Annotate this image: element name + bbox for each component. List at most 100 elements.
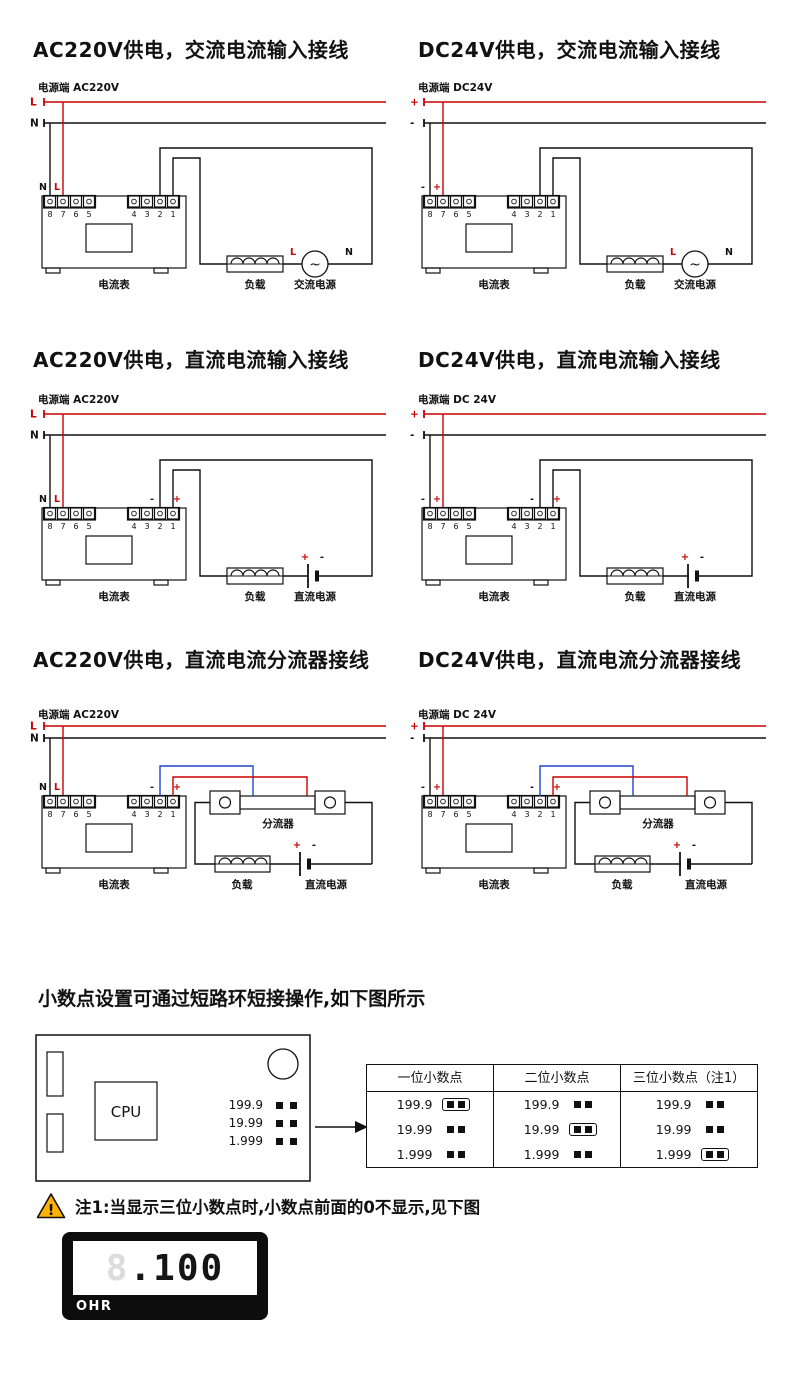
terminal-number: 6	[453, 210, 458, 219]
power-line-bottom-label: -	[410, 118, 414, 130]
terminal-group	[422, 506, 477, 521]
terminal-square	[436, 195, 450, 208]
battery-plus-label: +	[301, 552, 309, 563]
meter-label: 电流表	[478, 590, 510, 603]
power-line-top-label: L	[30, 97, 37, 109]
board-circle-part	[267, 1048, 299, 1080]
main-circuit-wire	[574, 801, 595, 865]
battery-plus-label: +	[681, 552, 689, 563]
terminal-7-label: L	[54, 182, 60, 193]
terminal-screw	[466, 198, 472, 205]
jumper-pad	[716, 1101, 724, 1108]
source-label: 直流电源	[674, 590, 716, 603]
shunt-end-block	[589, 790, 621, 815]
terminal-square	[166, 507, 180, 520]
meter-foot	[425, 267, 441, 274]
terminal-square	[462, 195, 476, 208]
terminal-screw	[440, 510, 446, 517]
terminal-group	[42, 794, 97, 809]
load-label: 负载	[245, 278, 266, 291]
power-line-top-label: +	[410, 97, 419, 109]
terminal-screw	[524, 798, 530, 805]
terminal-number: 4	[131, 210, 136, 219]
terminal-number: 1	[550, 810, 555, 819]
meter-foot	[45, 867, 61, 874]
display-value: 19.99	[655, 1122, 692, 1137]
column-header: 一位小数点	[367, 1065, 493, 1092]
jumper-pad	[573, 1101, 581, 1108]
terminal-screw	[86, 798, 92, 805]
output-loop-wire	[539, 459, 753, 577]
terminal-group	[506, 794, 561, 809]
table-row: 19.99	[494, 1117, 620, 1142]
terminal-7-label: L	[54, 494, 60, 505]
meter-label: 电流表	[478, 878, 510, 891]
terminal-screw	[524, 198, 530, 205]
meter-foot	[533, 579, 549, 586]
terminal-number: 6	[453, 522, 458, 531]
load-coil	[610, 569, 660, 577]
terminal-screw	[60, 510, 66, 517]
jumper-pad	[457, 1151, 465, 1158]
terminal-screw	[60, 198, 66, 205]
terminal-screw	[440, 798, 446, 805]
power-line-top-label: L	[30, 721, 37, 733]
terminal-number: 7	[60, 810, 65, 819]
terminal-square	[546, 795, 560, 808]
terminal-screw	[131, 798, 137, 805]
shunt-end-block	[314, 790, 346, 815]
terminal-group	[126, 794, 181, 809]
power-line-bottom-label: N	[30, 118, 39, 130]
output-wire	[552, 157, 607, 265]
terminal-screw	[440, 198, 446, 205]
load-label: 负载	[625, 278, 646, 291]
power-line-top-label: +	[410, 409, 419, 421]
arrow-head	[355, 1121, 368, 1133]
sense-wire-negative	[539, 765, 634, 796]
terminal-square	[423, 195, 437, 208]
terminal-number: 8	[47, 522, 52, 531]
arrow-to-table-icon	[315, 1121, 368, 1133]
power-terminal-label: 电源端 AC220V	[38, 708, 120, 721]
meter-display-window	[465, 223, 513, 253]
table-row: 199.9	[367, 1092, 493, 1117]
meter-label: 电流表	[98, 878, 130, 891]
terminal-square	[43, 507, 57, 520]
terminal-square	[462, 507, 476, 520]
terminal-screw	[537, 510, 543, 517]
terminal-screw	[144, 198, 150, 205]
terminal-screw	[427, 198, 433, 205]
diagram-title-ac220-dc-input: AC220V供电，直流电流输入接线	[33, 348, 349, 372]
terminal-square	[533, 195, 547, 208]
table-row: 19.99	[621, 1117, 757, 1142]
meter-body	[421, 795, 567, 869]
jumper-pad	[584, 1126, 592, 1133]
load-coil	[230, 569, 280, 577]
terminal-number: 5	[466, 210, 471, 219]
terminal-square	[436, 507, 450, 520]
terminal-number: 2	[537, 522, 542, 531]
terminal-7-label: L	[54, 782, 60, 793]
source-label: 直流电源	[294, 590, 336, 603]
terminal-8-label: -	[421, 494, 425, 505]
load-label: 负载	[232, 878, 253, 891]
output-wire	[172, 469, 227, 577]
terminal-square	[166, 195, 180, 208]
main-circuit-wire	[345, 801, 373, 864]
terminal-number: 2	[157, 810, 162, 819]
jumper-pad	[716, 1151, 724, 1158]
diagram-title-ac220-ac-input: AC220V供电，交流电流输入接线	[33, 38, 349, 62]
meter-foot	[153, 867, 169, 874]
terminal-square	[520, 795, 534, 808]
jumper-pad	[290, 1138, 297, 1145]
terminal-screw	[131, 510, 137, 517]
jumper-pads	[701, 1123, 729, 1136]
meter-body	[41, 507, 187, 581]
terminal-group	[42, 194, 97, 209]
diagram-title-ac220-shunt: AC220V供电，直流电流分流器接线	[33, 648, 370, 672]
terminal-square	[56, 507, 70, 520]
terminal-number: 3	[524, 810, 529, 819]
